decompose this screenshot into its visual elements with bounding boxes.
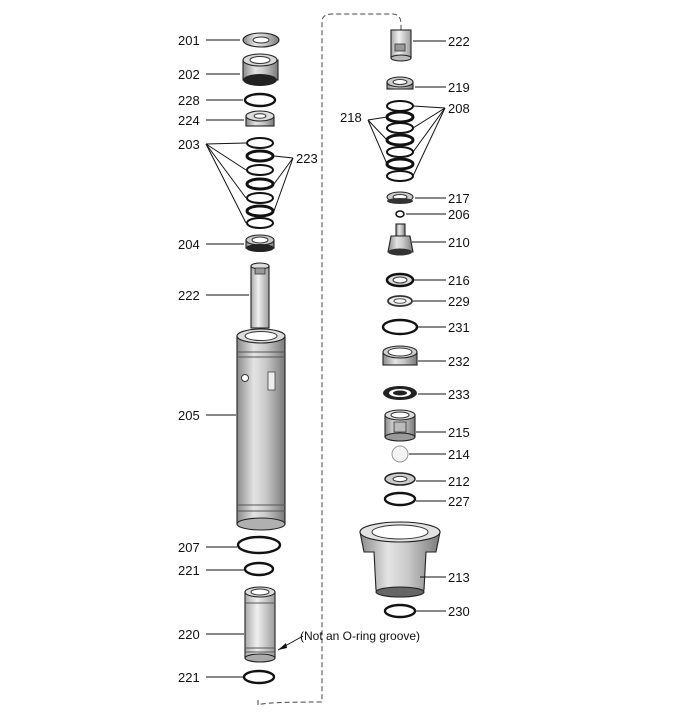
part-233-gasket	[383, 386, 417, 400]
label-221-upper: 221	[178, 563, 200, 578]
part-218-208-packing-stack	[385, 100, 415, 182]
label-218: 218	[340, 110, 362, 125]
label-233: 233	[448, 387, 470, 402]
label-201: 201	[178, 33, 200, 48]
label-217: 217	[448, 191, 470, 206]
part-203-223-packing-stack	[245, 137, 275, 229]
label-229: 229	[448, 294, 470, 309]
label-212: 212	[448, 474, 470, 489]
label-204: 204	[178, 237, 200, 252]
label-205: 205	[178, 408, 200, 423]
label-215: 215	[448, 425, 470, 440]
part-219-female-gland	[386, 76, 414, 90]
part-206-small-ring	[395, 210, 405, 218]
part-228-o-ring	[243, 92, 277, 108]
part-205-cylinder	[236, 328, 286, 531]
label-208: 208	[448, 101, 470, 116]
label-222-right: 222	[448, 34, 470, 49]
label-214: 214	[448, 447, 470, 462]
label-231: 231	[448, 320, 470, 335]
part-215-ball-guide	[384, 409, 416, 442]
part-227-o-ring	[383, 491, 417, 507]
part-230-o-ring	[383, 603, 417, 619]
note-not-oring-groove: (Not an O-ring groove)	[300, 629, 420, 643]
part-220-sleeve	[244, 586, 276, 663]
label-224: 224	[178, 113, 200, 128]
part-221-o-ring-upper	[243, 561, 275, 577]
label-228: 228	[178, 93, 200, 108]
label-207: 207	[178, 540, 200, 555]
label-202: 202	[178, 67, 200, 82]
part-217-male-gland	[386, 191, 414, 204]
label-206: 206	[448, 207, 470, 222]
part-204-male-gland	[245, 234, 275, 252]
label-216: 216	[448, 273, 470, 288]
part-202-packing-nut	[242, 53, 279, 86]
label-213: 213	[448, 570, 470, 585]
label-232: 232	[448, 354, 470, 369]
label-220: 220	[178, 627, 200, 642]
part-210-piston-valve	[387, 223, 414, 256]
label-223: 223	[296, 151, 318, 166]
label-219: 219	[448, 80, 470, 95]
part-222-rod-end	[390, 29, 412, 62]
part-231-o-ring	[381, 318, 419, 336]
part-214-ball	[391, 445, 409, 463]
part-224-bearing	[245, 110, 275, 127]
part-213-intake-housing	[359, 521, 441, 598]
part-232-retainer	[382, 345, 418, 366]
label-203: 203	[178, 137, 200, 152]
label-221-lower: 221	[178, 670, 200, 685]
part-201-seal-washer	[242, 32, 280, 48]
label-227: 227	[448, 494, 470, 509]
part-222-displacement-rod	[250, 262, 270, 329]
assembly-path-line	[257, 13, 402, 706]
part-221-o-ring-lower	[242, 669, 276, 685]
label-210: 210	[448, 235, 470, 250]
label-222-left: 222	[178, 288, 200, 303]
label-230: 230	[448, 604, 470, 619]
part-207-o-ring	[236, 535, 282, 555]
